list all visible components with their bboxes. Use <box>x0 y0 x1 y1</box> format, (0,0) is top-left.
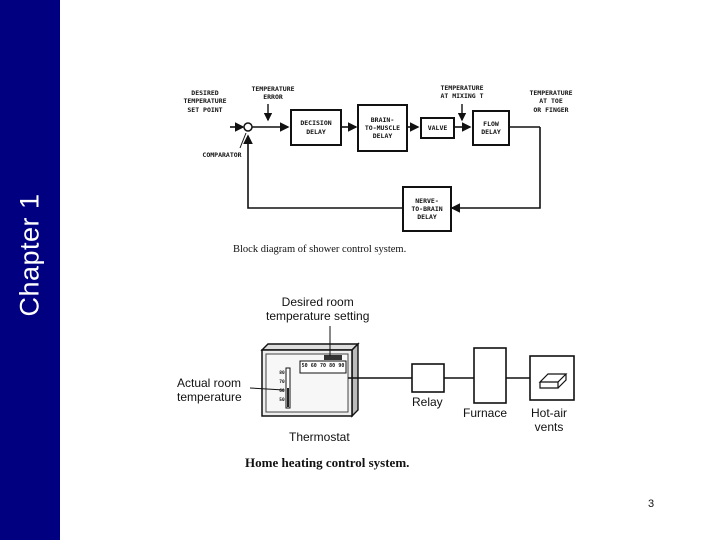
desired-room-setting-label: Desired room temperature setting <box>266 295 370 323</box>
thermo-tick-70: 70 <box>279 380 285 385</box>
dial-tick-70: 70 <box>319 363 326 369</box>
dial-tick-90: 90 <box>338 363 345 369</box>
temperature-error-label: TEMPERATURE ERROR <box>251 85 295 102</box>
valve-block: VALVE <box>420 117 455 139</box>
dial-tick-80: 80 <box>329 363 336 369</box>
temp-at-mixing-label: TEMPERATURE AT MIXING T <box>440 84 484 101</box>
relay-label: Relay <box>412 395 443 409</box>
heating-diagram-caption: Home heating control system. <box>245 455 410 470</box>
comparator-label: COMPARATOR <box>202 151 242 159</box>
dial-tick-50: 50 <box>301 363 308 369</box>
page-number: 3 <box>648 498 655 510</box>
thermostat-label: Thermostat <box>289 430 350 444</box>
chapter-sidebar: Chapter 1 <box>0 0 60 540</box>
actual-room-temperature-label: Actual room temperature <box>177 376 242 404</box>
shower-diagram-caption: Block diagram of shower control system. <box>233 244 407 255</box>
decision-delay-block: DECISION DELAY <box>290 109 342 146</box>
dial-scale: 50 60 70 80 90 <box>300 363 346 370</box>
thermo-tick-80: 80 <box>279 371 285 376</box>
hot-air-vents-label: Hot-air vents <box>531 406 568 434</box>
flow-delay-block: FLOW DELAY <box>472 110 510 146</box>
dial-tick-60: 60 <box>310 363 317 369</box>
thermo-tick-60: 60 <box>279 389 285 394</box>
desired-setpoint-label: DESIRED TEMPERATURE SET POINT <box>183 89 227 114</box>
nerve-to-brain-delay-block: NERVE- TO-BRAIN DELAY <box>402 186 452 232</box>
temp-at-toe-label: TEMPERATURE AT TOE OR FINGER <box>529 89 573 114</box>
thermo-tick-50: 50 <box>279 398 285 403</box>
thermometer-scale: 80 70 60 50 <box>278 369 286 405</box>
brain-to-muscle-delay-block: BRAIN- TO-MUSCLE DELAY <box>357 104 408 152</box>
furnace-label: Furnace <box>463 406 508 420</box>
